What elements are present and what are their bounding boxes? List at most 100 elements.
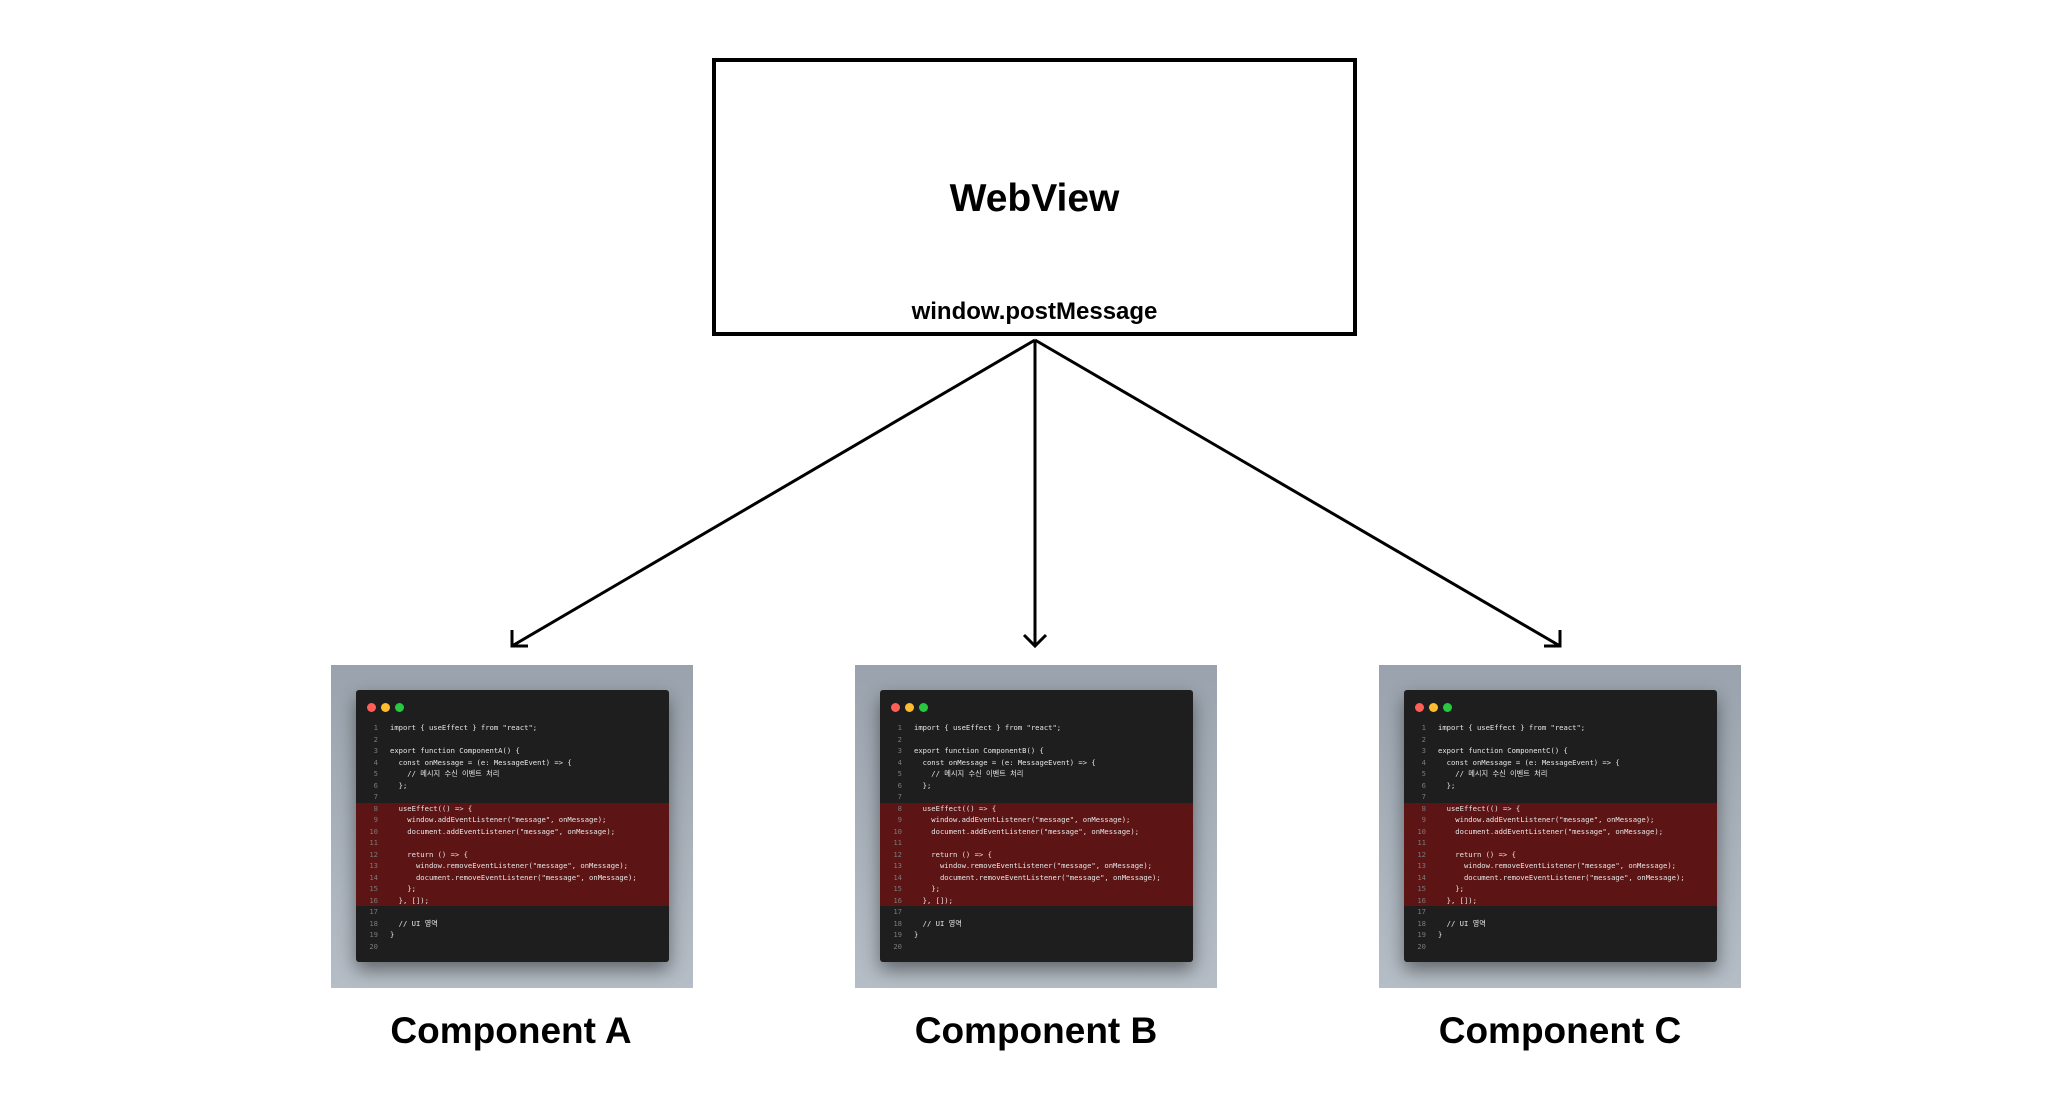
code-line: 19} [356, 929, 669, 941]
code-line: 20 [1404, 941, 1717, 953]
line-number: 8 [897, 803, 902, 813]
code-line: 9 window.addEventListener("message", onM… [880, 814, 1193, 826]
line-number: 17 [369, 907, 378, 916]
code-line: 2 [356, 734, 669, 746]
line-number: 7 [897, 792, 902, 801]
code-text: const onMessage = (e: MessageEvent) => { [914, 757, 1096, 767]
line-number: 18 [369, 918, 378, 928]
code-text: const onMessage = (e: MessageEvent) => { [390, 757, 572, 767]
line-number: 14 [893, 872, 902, 882]
code-line: 19} [1404, 929, 1717, 941]
line-number: 6 [1421, 780, 1426, 790]
code-text: }; [390, 780, 408, 790]
code-line: 13 window.removeEventListener("message",… [1404, 860, 1717, 872]
code-text: window.addEventListener("message", onMes… [914, 815, 1131, 824]
line-number: 16 [893, 895, 902, 905]
minimize-dot-icon [1429, 703, 1438, 712]
arrowhead-component-a [510, 630, 528, 648]
code-text: return () => { [914, 849, 992, 859]
line-number: 10 [893, 826, 902, 836]
code-text: // 메시지 수신 이벤트 처리 [1438, 769, 1548, 778]
line-number: 12 [1417, 849, 1426, 859]
line-number: 17 [893, 907, 902, 916]
code-line: 14 document.removeEventListener("message… [880, 871, 1193, 883]
code-text: useEffect(() => { [390, 803, 473, 813]
code-line: 16 }, []); [356, 894, 669, 906]
line-number: 19 [369, 930, 378, 939]
code-line: 10 document.addEventListener("message", … [880, 825, 1193, 837]
code-text: // UI 영역 [390, 918, 438, 928]
code-line: 14 document.removeEventListener("message… [356, 871, 669, 883]
code-line: 20 [356, 941, 669, 953]
line-number: 15 [1417, 884, 1426, 893]
webview-subtitle: window.postMessage [911, 298, 1158, 325]
code-text: // 메시지 수신 이벤트 처리 [914, 769, 1024, 778]
code-line: 2 [880, 734, 1193, 746]
line-number: 5 [373, 769, 378, 778]
code-text: useEffect(() => { [1438, 803, 1521, 813]
line-number: 18 [1417, 918, 1426, 928]
line-number: 1 [1421, 723, 1426, 732]
code-line: 8 useEffect(() => { [880, 802, 1193, 814]
code-line: 2 [1404, 734, 1717, 746]
line-number: 14 [369, 872, 378, 882]
line-number: 10 [1417, 826, 1426, 836]
line-number: 12 [893, 849, 902, 859]
code-line: 15 }; [356, 883, 669, 895]
line-number: 13 [1417, 861, 1426, 870]
code-line: 18 // UI 영역 [356, 918, 669, 930]
code-line: 15 }; [880, 883, 1193, 895]
code-text: import { useEffect } from "react"; [1438, 723, 1586, 732]
maximize-dot-icon [1443, 703, 1452, 712]
code-text: }, []); [914, 895, 953, 905]
webview-box: WebView window.postMessage [712, 58, 1357, 336]
code-line: 4 const onMessage = (e: MessageEvent) =>… [1404, 757, 1717, 769]
arrow-to-component-a [511, 338, 1036, 648]
component-a-label: Component A [390, 1010, 632, 1051]
line-number: 1 [373, 723, 378, 732]
code-line: 8 useEffect(() => { [1404, 802, 1717, 814]
code-line: 10 document.addEventListener("message", … [356, 825, 669, 837]
line-number: 13 [369, 861, 378, 870]
code-line: 4 const onMessage = (e: MessageEvent) =>… [356, 757, 669, 769]
line-number: 20 [893, 941, 902, 951]
line-number: 6 [897, 780, 902, 790]
code-text: export function ComponentC() { [1438, 746, 1568, 755]
code-text: document.removeEventListener("message", … [1438, 872, 1685, 882]
code-line: 11 [1404, 837, 1717, 849]
code-text: useEffect(() => { [914, 803, 997, 813]
code-line: 9 window.addEventListener("message", onM… [1404, 814, 1717, 826]
code-text: }; [914, 884, 940, 893]
code-line: 7 [356, 791, 669, 803]
code-line: 20 [880, 941, 1193, 953]
line-number: 9 [897, 815, 902, 824]
code-text: // 메시지 수신 이벤트 처리 [390, 769, 500, 778]
code-line: 8 useEffect(() => { [356, 802, 669, 814]
code-text: window.removeEventListener("message", on… [390, 861, 628, 870]
line-number: 15 [369, 884, 378, 893]
code-line: 1 import { useEffect } from "react"; [1404, 722, 1717, 734]
line-number: 3 [1421, 746, 1426, 755]
close-dot-icon [1415, 703, 1424, 712]
code-line: 16 }, []); [880, 894, 1193, 906]
code-text: export function ComponentA() { [390, 746, 520, 755]
close-dot-icon [891, 703, 900, 712]
line-number: 6 [373, 780, 378, 790]
code-text: return () => { [390, 849, 468, 859]
code-text: window.addEventListener("message", onMes… [390, 815, 607, 824]
line-number: 19 [893, 930, 902, 939]
code-text: const onMessage = (e: MessageEvent) => { [1438, 757, 1620, 767]
window-controls [891, 703, 933, 712]
code-text: document.addEventListener("message", onM… [914, 826, 1140, 836]
code-text: } [914, 930, 919, 939]
code-line: 18 // UI 영역 [880, 918, 1193, 930]
line-number: 9 [373, 815, 378, 824]
maximize-dot-icon [919, 703, 928, 712]
